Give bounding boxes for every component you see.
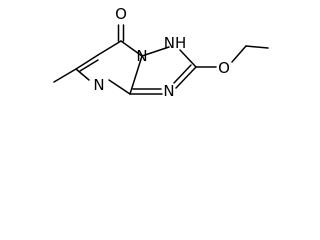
atom-labels: O NH N N N O bbox=[93, 5, 230, 100]
ring-nitrogen-left-label: N bbox=[93, 76, 104, 94]
ring-nitrogen-right-label: N bbox=[163, 82, 174, 100]
bond-n4-c3a bbox=[108, 79, 131, 95]
bond-ch2-ch3 bbox=[245, 45, 269, 49]
bonds bbox=[53, 24, 269, 95]
ring-nitrogen-top-label: N bbox=[136, 47, 147, 65]
bond-c5-n4 bbox=[75, 68, 90, 81]
nh-label: NH bbox=[164, 34, 187, 52]
ether-oxygen-label: O bbox=[218, 59, 230, 77]
bond-c7-c6 bbox=[97, 40, 122, 56]
bond-c5-methyl bbox=[53, 68, 77, 83]
bond-c6-c5-a bbox=[75, 54, 99, 70]
bond-nh-c2 bbox=[179, 49, 197, 68]
bond-c2-n3-a bbox=[175, 66, 197, 89]
bond-o-ch2 bbox=[231, 45, 247, 63]
bond-c3a-n1 bbox=[129, 55, 143, 95]
bond-c2-n3-b bbox=[173, 64, 192, 84]
triazolopyrimidinone-structure: O NH N N N O bbox=[53, 5, 269, 100]
bond-c6-c5-b bbox=[79, 59, 99, 72]
bond-n1-nh bbox=[141, 46, 170, 57]
bond-c7-n1 bbox=[120, 40, 143, 57]
carbonyl-oxygen-label: O bbox=[115, 5, 127, 23]
